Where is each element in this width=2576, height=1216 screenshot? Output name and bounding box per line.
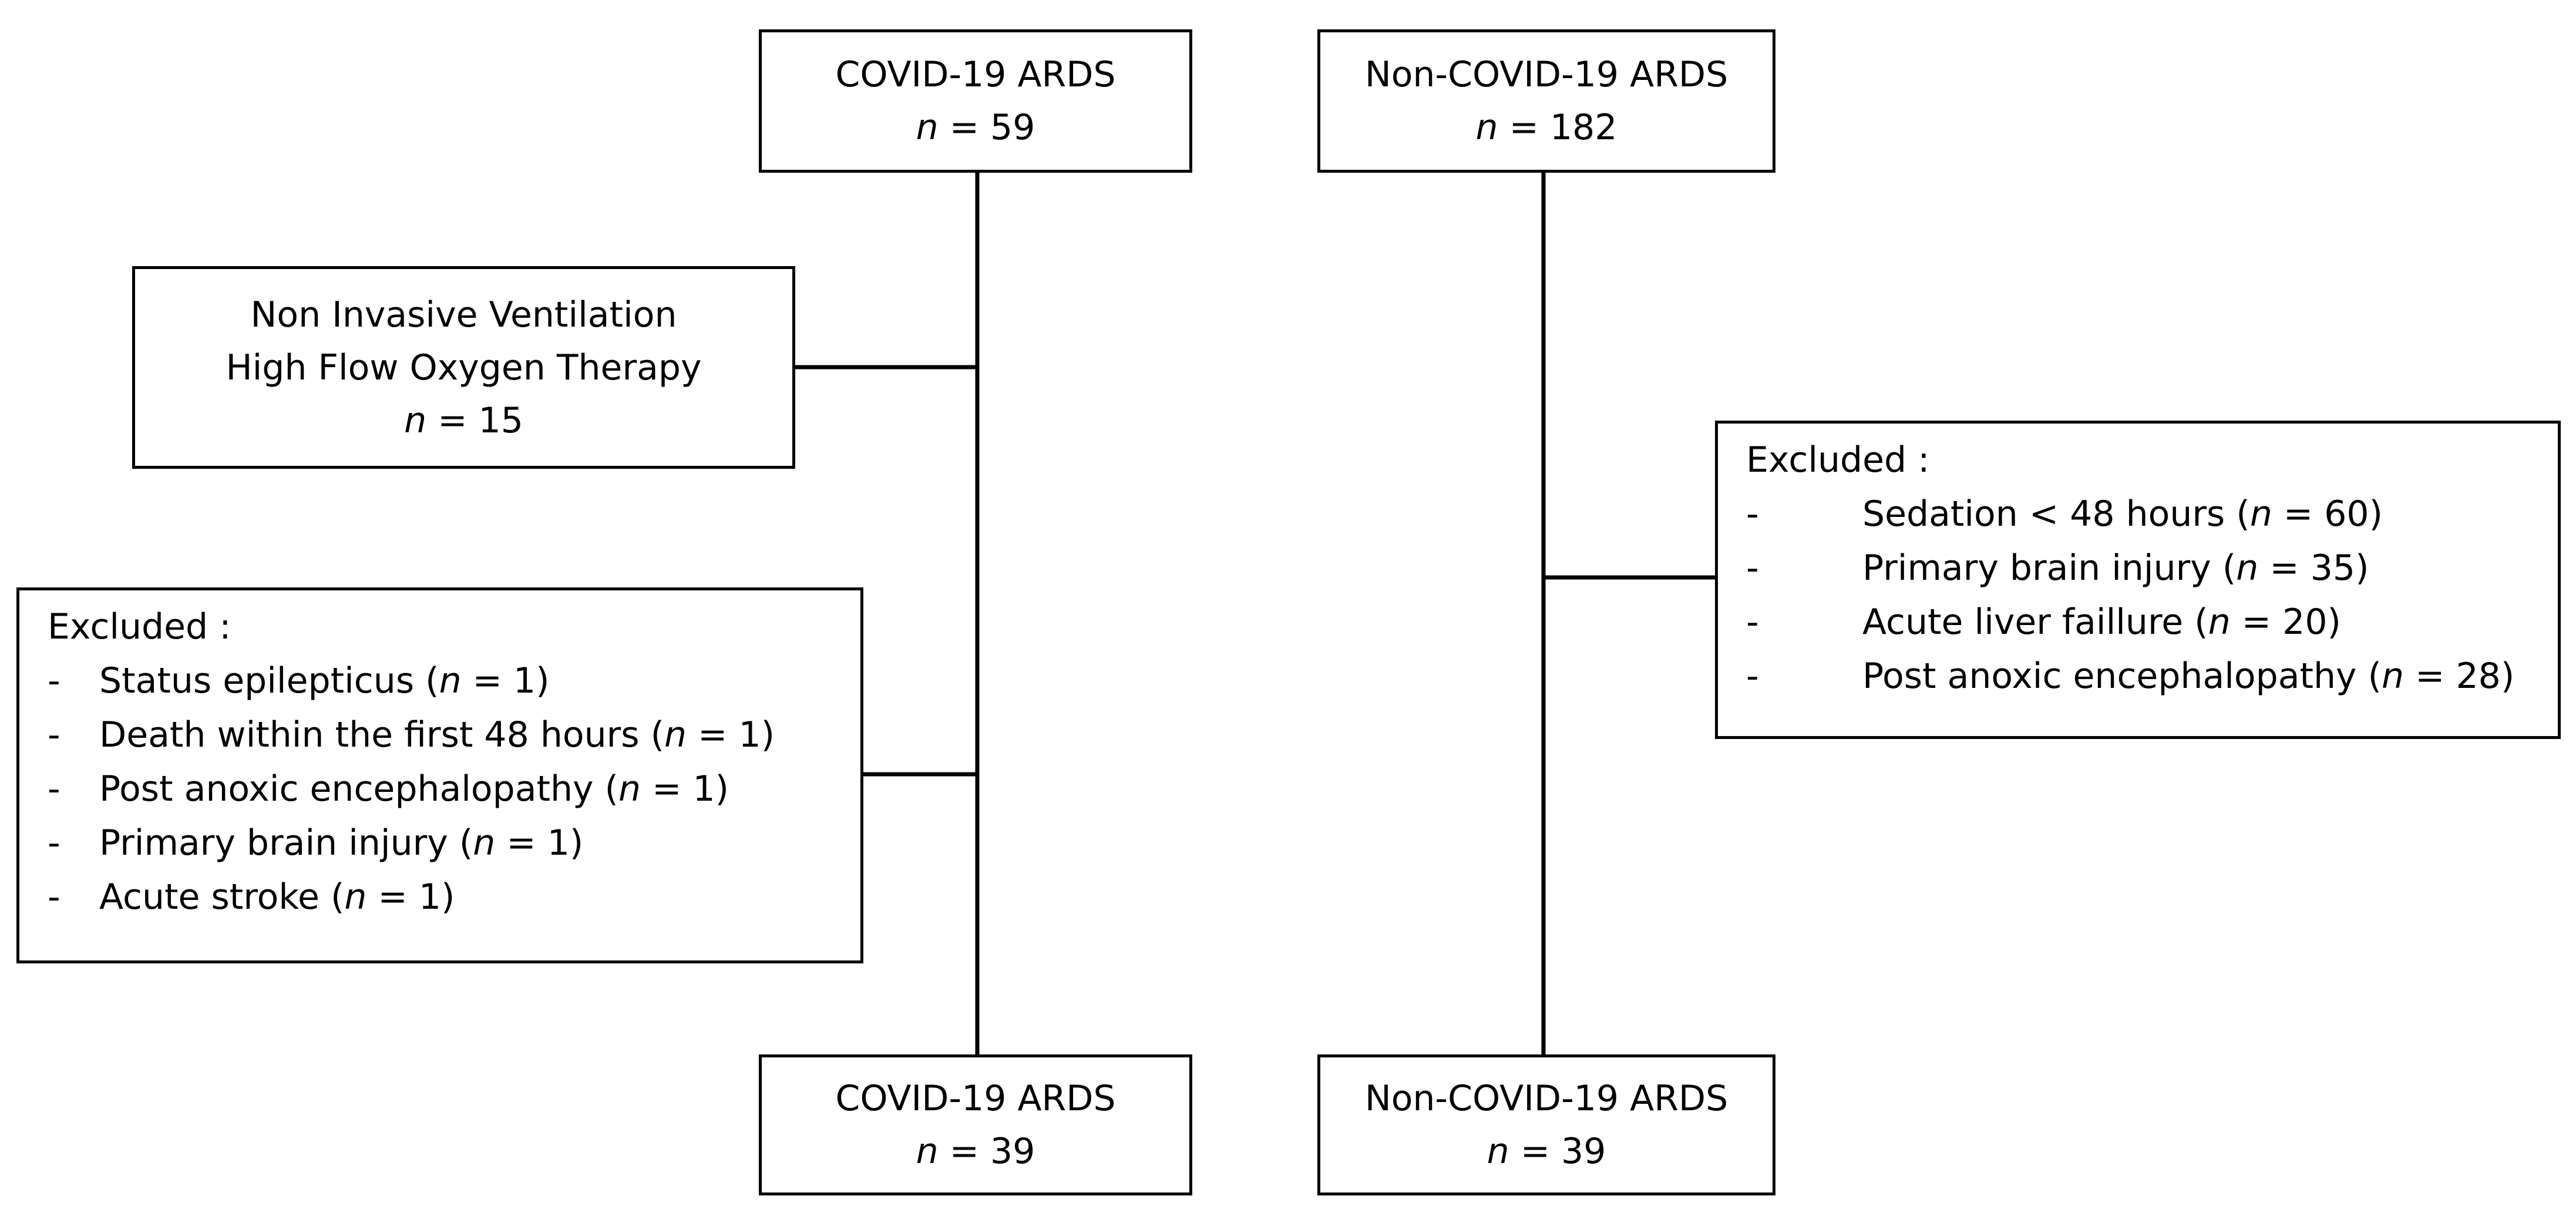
- list-item: - Primary brain injury (n = 1): [48, 822, 584, 864]
- noncovid-final-title: Non-COVID-19 ARDS: [1364, 1078, 1728, 1119]
- covid-final-box: COVID-19 ARDS n = 39: [759, 1054, 1192, 1195]
- list-item: - Acute liver faillure (n = 20): [1746, 602, 2341, 643]
- niv-line: Non Invasive Ventilation: [250, 294, 677, 335]
- niv-hfot-box: Non Invasive Ventilation High Flow Oxyge…: [132, 266, 795, 469]
- noncovid-excluded-heading: Excluded :: [1746, 439, 1930, 481]
- list-item: - Post anoxic encephalopathy (n = 1): [48, 768, 729, 809]
- covid-final-count: n = 39: [916, 1131, 1035, 1172]
- noncovid-initial-title: Non-COVID-19 ARDS: [1364, 54, 1728, 95]
- noncovid-initial-count: n = 182: [1475, 107, 1617, 148]
- noncovid-excluded-box: Excluded : - Sedation < 48 hours (n = 60…: [1715, 421, 2561, 739]
- covid-excluded-box: Excluded : - Status epilepticus (n = 1) …: [16, 587, 863, 963]
- covid-initial-count: n = 59: [916, 107, 1035, 148]
- list-item: - Acute stroke (n = 1): [48, 876, 455, 918]
- covid-excluded-heading: Excluded :: [48, 606, 231, 647]
- noncovid-excluded-list: - Sedation < 48 hours (n = 60) - Primary…: [1746, 487, 2558, 703]
- list-item: - Death within the first 48 hours (n = 1…: [48, 714, 775, 755]
- covid-initial-title: COVID-19 ARDS: [835, 54, 1116, 95]
- hfot-line: High Flow Oxygen Therapy: [226, 347, 702, 388]
- noncovid-final-count: n = 39: [1487, 1131, 1606, 1172]
- list-item: - Status epilepticus (n = 1): [48, 660, 550, 701]
- covid-initial-box: COVID-19 ARDS n = 59: [759, 29, 1192, 173]
- niv-hfot-count: n = 15: [404, 399, 523, 441]
- list-item: - Sedation < 48 hours (n = 60): [1746, 493, 2383, 535]
- covid-final-title: COVID-19 ARDS: [835, 1078, 1116, 1119]
- covid-excluded-list: - Status epilepticus (n = 1) - Death wit…: [48, 654, 860, 924]
- noncovid-initial-box: Non-COVID-19 ARDS n = 182: [1317, 29, 1775, 173]
- list-item: - Post anoxic encephalopathy (n = 28): [1746, 656, 2515, 697]
- list-item: - Primary brain injury (n = 35): [1746, 547, 2369, 589]
- noncovid-final-box: Non-COVID-19 ARDS n = 39: [1317, 1054, 1775, 1195]
